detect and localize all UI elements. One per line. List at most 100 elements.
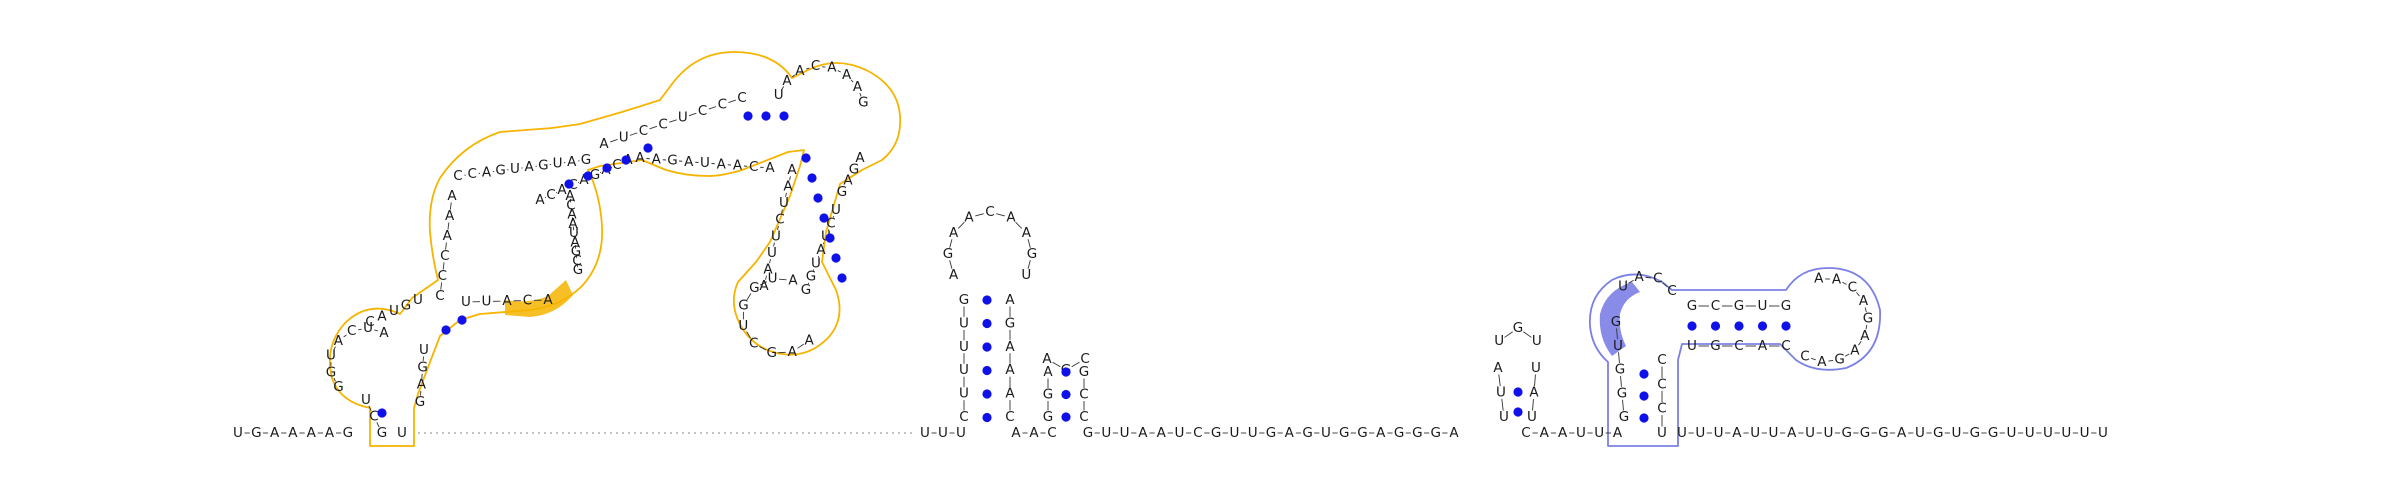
bottom-tail-base: U — [2043, 425, 2053, 441]
domain1-base: A — [763, 261, 773, 277]
backbone-link — [333, 377, 336, 382]
domain1-base: U — [738, 318, 748, 334]
domain1-base: C — [572, 253, 581, 269]
hairpin-center-base: U — [959, 315, 969, 331]
bottom-right-base: A — [1376, 425, 1386, 441]
domain2-base: U — [1657, 425, 1667, 441]
bottom-mid-base: U — [920, 425, 930, 441]
domain1-base: C — [775, 212, 784, 228]
backbone-link — [669, 119, 677, 123]
base-pair-dot — [564, 179, 574, 189]
domain2-base: G — [1734, 298, 1744, 314]
bottom-tail-base: A — [1732, 425, 1742, 441]
base-pair-dot — [982, 412, 992, 423]
backbone-link — [688, 112, 697, 117]
domain1-base: U — [413, 292, 423, 308]
bottom-right-base: G — [1211, 425, 1221, 441]
base-pair-dot — [1639, 413, 1649, 423]
hairpin-right-base: U — [1499, 409, 1509, 425]
bottom-tail-base: U — [2025, 425, 2035, 441]
domain1-highlight — [328, 51, 902, 447]
domain1-base: A — [417, 377, 427, 393]
hairpin-right-base: U — [1496, 385, 1506, 401]
backbone-link — [789, 176, 791, 181]
bottom-right-base: U — [1576, 425, 1586, 441]
domain1-base: G — [538, 157, 548, 173]
backbone-link — [975, 213, 984, 217]
bottom-right-base: G — [1302, 425, 1312, 441]
domain1-base: U — [767, 245, 777, 261]
bottom-tail-base: A — [1787, 425, 1797, 441]
backbone-link — [1628, 279, 1634, 284]
domain1-base: G — [571, 244, 581, 260]
domain2-base: C — [1848, 279, 1857, 295]
hairpin-center-base: A — [1022, 225, 1032, 241]
hairpin-center-base: U — [1021, 267, 1031, 283]
base-pair-dot — [643, 143, 653, 153]
domain1-base: G — [417, 359, 427, 375]
hairpin-center-base: A — [949, 267, 959, 283]
domain1-base: A — [334, 333, 344, 349]
domain2-base: C — [1653, 270, 1662, 286]
domain2-outline — [1589, 267, 1881, 447]
base-pair-dot — [982, 342, 992, 352]
domain1-base: A — [853, 79, 863, 95]
domain2-base: G — [1619, 409, 1629, 425]
domain1-base: G — [495, 163, 505, 179]
backbone-link — [1015, 221, 1023, 229]
bottom-tail-base: U — [1805, 425, 1815, 441]
domain2-base: C — [1800, 348, 1809, 364]
bottom-right-base: U — [1321, 425, 1331, 441]
bottom-right-base: U — [1229, 425, 1239, 441]
hairpin-center-base: G — [1005, 315, 1015, 331]
hairpin-small-base: G — [1079, 364, 1089, 380]
backbone-link — [708, 106, 717, 110]
bottom-right-base: G — [1430, 425, 1440, 441]
hairpin-small-base: A — [1042, 351, 1052, 367]
base-pair-dot — [807, 173, 817, 183]
backbone-link — [850, 79, 854, 83]
backbone-link — [728, 99, 736, 103]
domain1-base: A — [377, 309, 387, 325]
domain1-base: G — [837, 184, 847, 200]
backbone-link — [746, 293, 752, 301]
domain1-base: U — [361, 392, 371, 408]
domain1-base: A — [482, 164, 492, 180]
base-pair-dot — [1061, 412, 1071, 422]
backbone-link — [781, 209, 783, 214]
domain2-base: A — [1832, 271, 1842, 287]
domain1-base: C — [737, 90, 746, 106]
backbone-link — [1027, 260, 1031, 269]
bottom-left-base: A — [288, 425, 298, 441]
backbone-link — [957, 221, 965, 229]
bottom-mid-base: A — [1029, 425, 1039, 441]
domain1-base: C — [566, 197, 575, 213]
domain1-base: C — [369, 409, 378, 425]
domain2-base: U — [1618, 279, 1628, 295]
backbone-link — [779, 278, 787, 281]
domain1-base: A — [759, 278, 769, 294]
backbone-link — [1027, 239, 1031, 248]
bottom-tail-base: G — [1841, 425, 1851, 441]
domain2-base: U — [1687, 338, 1697, 354]
domain1-base: C — [826, 215, 835, 231]
domain1-base: A — [733, 158, 743, 174]
domain1-base: A — [557, 182, 567, 198]
domain1-base: C — [749, 335, 758, 351]
domain2-base: A — [1758, 338, 1768, 354]
domain2-base: C — [1781, 338, 1790, 354]
base-pair-dot — [837, 273, 847, 283]
backbone-link — [1618, 352, 1620, 364]
base-pair-dot — [982, 365, 992, 376]
backbone-link — [1842, 281, 1847, 285]
hairpin-small-base: C — [1079, 387, 1088, 403]
backbone-link — [1532, 398, 1534, 411]
bottom-tail-base: U — [1823, 425, 1833, 441]
backbone-link — [769, 259, 771, 264]
bottom-right-base: U — [1101, 425, 1111, 441]
domain2-base: A — [1850, 343, 1860, 359]
backbone-link — [1534, 374, 1536, 387]
base-pair-dot — [825, 233, 835, 243]
hairpin-center-base: A — [1005, 292, 1015, 308]
base-pair-dot — [1639, 391, 1649, 401]
